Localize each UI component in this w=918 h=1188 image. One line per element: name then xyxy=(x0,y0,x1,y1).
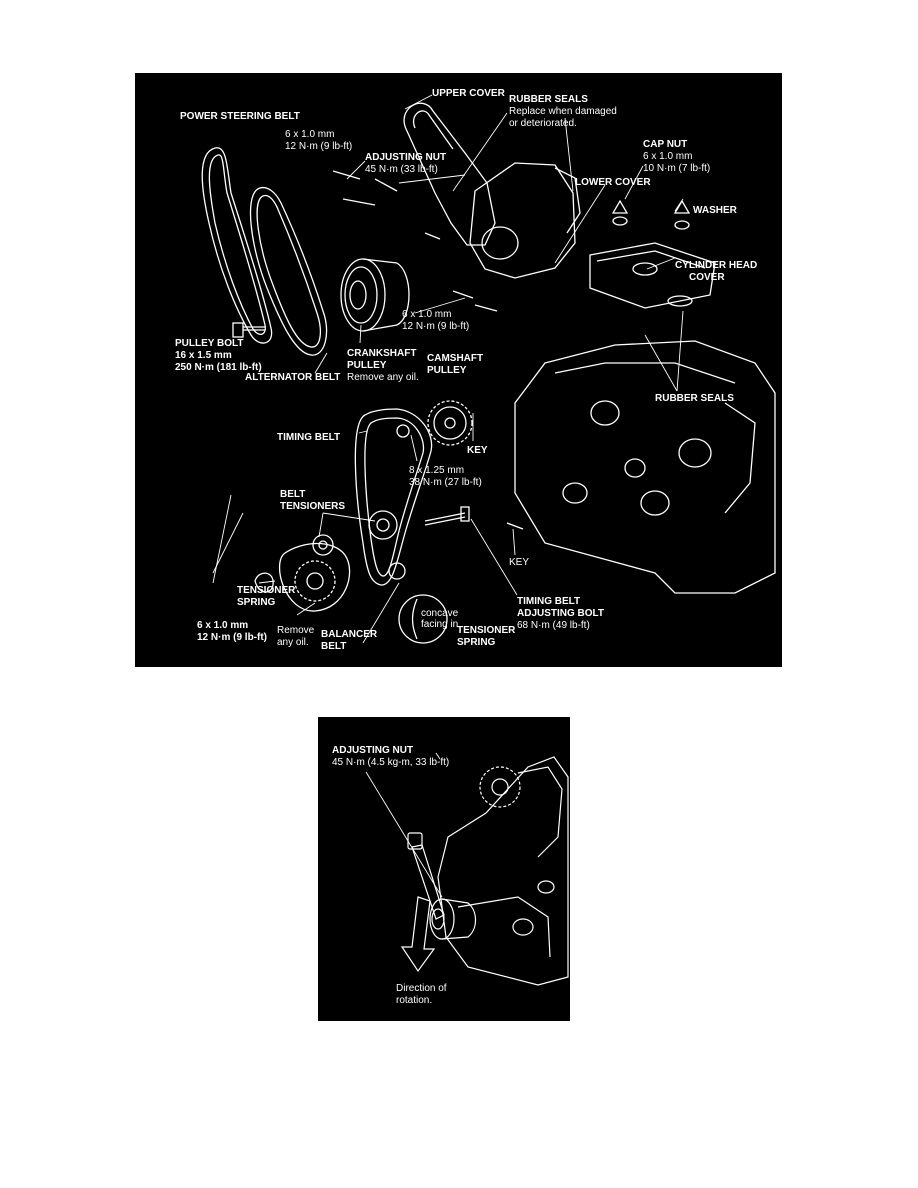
crankshaft-pulley-drawing xyxy=(340,258,410,332)
wrench-handle-drawing xyxy=(411,844,445,920)
lower-cover-label: LOWER COVER xyxy=(575,177,651,188)
washer-label: WASHER xyxy=(693,205,737,216)
cylinder-head-cover-label-1: CYLINDER HEAD xyxy=(675,260,758,271)
upper-cover-drawing xyxy=(403,102,496,246)
rubber-seals-title: RUBBER SEALS xyxy=(509,94,588,105)
camshaft-pulley-drawing xyxy=(427,400,473,446)
lower-cover-drawing xyxy=(469,162,576,279)
camshaft-pulley-label-1: CAMSHAFT xyxy=(427,353,484,364)
upper-cover-label: UPPER COVER xyxy=(432,88,505,99)
bolt-top-size: 6 x 1.0 mm xyxy=(285,129,335,140)
timing-belt-adjusting-bolt-torque: 68 N·m (49 lb-ft) xyxy=(517,620,590,631)
cam-bolt-size: 8 x 1.25 mm xyxy=(409,465,465,476)
bolt-low-size: 6 x 1.0 mm xyxy=(197,620,249,631)
cylinder-head-cover-drawing xyxy=(589,242,716,309)
balancer-belt-drawing xyxy=(278,542,351,612)
crankshaft-pulley-label-2: PULLEY xyxy=(347,360,387,371)
concave-label-2: facing in xyxy=(421,619,459,630)
concave-detail-circle xyxy=(398,594,448,644)
adjusting-nut-diagram: ADJUSTING NUT 45 N·m (4.5 kg-m, 33 lb-ft… xyxy=(318,717,570,1021)
bolt-mid-torque: 12 N·m (9 lb-ft) xyxy=(402,321,470,332)
adjusting-nut-torque: 45 N·m (33 lb-ft) xyxy=(365,164,438,175)
tensioner-spring-left-label-2: SPRING xyxy=(237,597,276,608)
rubber-seals-note-1: Replace when damaged xyxy=(509,106,617,117)
rotation-arrow xyxy=(400,896,436,973)
adjusting-nut-label: ADJUSTING NUT xyxy=(365,152,447,163)
adjusting-nut-label-2: ADJUSTING NUT xyxy=(332,745,414,756)
key-lower-label: KEY xyxy=(509,557,530,568)
cap-nut-size: 6 x 1.0 mm xyxy=(643,151,693,162)
balancer-belt-label-2: BELT xyxy=(321,641,347,652)
direction-label-2: rotation. xyxy=(396,995,433,1006)
tensioner-spring-right-label-2: SPRING xyxy=(457,637,496,648)
timing-belt-label: TIMING BELT xyxy=(277,432,341,443)
pulley-bolt-label: PULLEY BOLT xyxy=(175,338,244,349)
timing-belt-drawing xyxy=(354,408,433,586)
belt-tensioners-label-1: BELT xyxy=(280,489,306,500)
cap-nut-torque: 10 N·m (7 lb-ft) xyxy=(643,163,711,174)
engine-body-drawing-2 xyxy=(437,756,569,986)
timing-belt-adjusting-bolt-label-2: ADJUSTING BOLT xyxy=(517,608,605,619)
belt-tensioners-label-2: TENSIONERS xyxy=(280,501,346,512)
remove-oil-label-1: Remove xyxy=(277,625,315,636)
adjusting-nut-torque-2: 45 N·m (4.5 kg-m, 33 lb-ft) xyxy=(332,757,450,768)
rubber-seals-lower-label: RUBBER SEALS xyxy=(655,393,734,404)
camshaft-pulley-drawing-2 xyxy=(479,766,521,808)
bolt-top-torque: 12 N·m (9 lb-ft) xyxy=(285,141,353,152)
cylinder-head-cover-label-2: COVER xyxy=(689,272,725,283)
alternator-belt-drawing xyxy=(249,186,328,356)
tensioner-spring-right-label-1: TENSIONER xyxy=(457,625,516,636)
diagram-2-artwork xyxy=(365,752,569,986)
bolt-mid-size: 6 x 1.0 mm xyxy=(402,309,452,320)
pulley-bolt-size: 16 x 1.5 mm xyxy=(175,350,232,361)
cam-bolt-torque: 38 N·m (27 lb-ft) xyxy=(409,477,482,488)
bolt-low-torque: 12 N·m (9 lb-ft) xyxy=(197,632,267,643)
direction-label-1: Direction of xyxy=(396,983,447,994)
camshaft-pulley-label-2: PULLEY xyxy=(427,365,467,376)
tensioner-spring-left-label-1: TENSIONER xyxy=(237,585,296,596)
cap-nut-label: CAP NUT xyxy=(643,139,688,150)
power-steering-belt-label: POWER STEERING BELT xyxy=(180,111,300,122)
pulley-bolt-torque: 250 N·m (181 lb-ft) xyxy=(175,362,262,373)
adjusting-bolt-drawing xyxy=(424,512,466,522)
balancer-belt-label-1: BALANCER xyxy=(321,629,378,640)
rubber-seals-note-2: or deteriorated. xyxy=(509,118,577,129)
remove-oil-label-2: any oil. xyxy=(277,637,309,648)
engine-block-drawing xyxy=(514,340,776,594)
timing-belt-exploded-diagram: UPPER COVER RUBBER SEALS Replace when da… xyxy=(135,73,782,667)
concave-label-1: concave xyxy=(421,608,459,619)
power-steering-belt-drawing xyxy=(201,147,273,344)
crankshaft-pulley-label-1: CRANKSHAFT xyxy=(347,348,417,359)
timing-belt-adjusting-bolt-label-1: TIMING BELT xyxy=(517,596,581,607)
key-upper-label: KEY xyxy=(467,445,488,456)
crankshaft-pulley-note: Remove any oil. xyxy=(347,372,419,383)
alternator-belt-label: ALTERNATOR BELT xyxy=(245,372,341,383)
diagram-1-artwork xyxy=(201,94,776,644)
